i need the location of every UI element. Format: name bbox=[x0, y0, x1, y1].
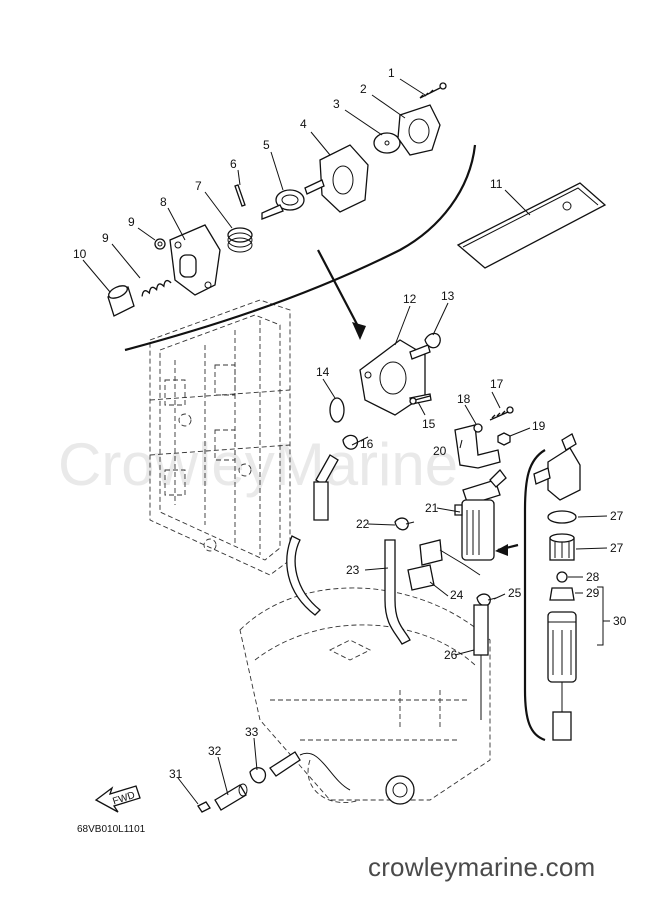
part-16-fuel-pump bbox=[359, 339, 432, 416]
callout-29: 15 bbox=[422, 417, 436, 431]
part-32-kit-card bbox=[456, 182, 607, 269]
part-33-diaphragm bbox=[373, 132, 401, 154]
part-26-nut bbox=[154, 238, 166, 250]
callout-27-lower: 16 bbox=[360, 437, 374, 451]
fwd-arrow: FWD bbox=[94, 785, 141, 813]
part-13-washer bbox=[473, 423, 483, 433]
engine-block-outline bbox=[149, 299, 291, 576]
callout-4: 27 bbox=[610, 541, 624, 555]
callout-23: 4 bbox=[300, 117, 307, 131]
part-21-diaphragm bbox=[261, 189, 305, 220]
callout-31: 33 bbox=[245, 725, 259, 739]
lower-cowling-outline bbox=[239, 587, 491, 804]
callout-9-upper: 22 bbox=[356, 517, 370, 531]
callout-7: 29 bbox=[586, 586, 600, 600]
callout-1: 31 bbox=[169, 767, 183, 781]
part-25-screw bbox=[419, 82, 447, 99]
callout-27-upper: 13 bbox=[441, 289, 455, 303]
part-3-fuel-filter bbox=[454, 469, 507, 561]
part-8-ring bbox=[556, 571, 568, 583]
part-7-float bbox=[549, 587, 575, 601]
part-11-nut bbox=[497, 432, 511, 446]
callout-33: 3 bbox=[333, 97, 340, 111]
callout-9-lower: 25 bbox=[508, 586, 522, 600]
callout-21: 5 bbox=[263, 138, 270, 152]
callout-24: 2 bbox=[360, 82, 367, 96]
callout-28: 14 bbox=[316, 365, 330, 379]
callout-13: 18 bbox=[457, 392, 471, 406]
callout-32: 11 bbox=[490, 177, 503, 191]
part-18-spring bbox=[141, 279, 172, 297]
callout-19: 10 bbox=[73, 247, 87, 261]
part-17-cover bbox=[169, 224, 221, 296]
callout-2: 26 bbox=[444, 648, 458, 662]
callout-18: 9 bbox=[102, 231, 109, 245]
callout-17: 8 bbox=[160, 195, 167, 209]
part-9-clip-lower bbox=[476, 593, 497, 607]
callout-10: 20 bbox=[433, 444, 447, 458]
fuel-pump-exploded-group bbox=[107, 82, 477, 352]
part-14-fuel-hose bbox=[286, 535, 411, 645]
part-24-cover bbox=[397, 104, 441, 156]
part-19-cup bbox=[107, 285, 135, 317]
part-30-joint bbox=[214, 783, 248, 811]
callout-16: 12 bbox=[403, 292, 417, 306]
part-31-clip bbox=[249, 767, 267, 784]
part-2-fuel-hose bbox=[473, 604, 489, 720]
leader-lines bbox=[82, 78, 610, 805]
part-22-pin bbox=[234, 184, 246, 207]
part-27-hose-clip-upper bbox=[424, 332, 441, 349]
callout-3: 21 bbox=[425, 501, 439, 515]
filter-detail-group bbox=[495, 433, 581, 742]
part-9-clip-upper bbox=[394, 517, 415, 531]
callout-22: 6 bbox=[230, 157, 237, 171]
part-4-filter-element bbox=[549, 533, 575, 561]
callout-26: 9 bbox=[128, 215, 135, 229]
watermark-url: crowleymarine.com bbox=[368, 852, 596, 882]
part-5-o-ring bbox=[547, 510, 577, 524]
part-28-o-ring bbox=[329, 397, 345, 423]
callout-8: 28 bbox=[586, 570, 600, 584]
lower-fuel-hose-routing bbox=[269, 751, 415, 805]
callout-25: 1 bbox=[388, 66, 395, 80]
callout-numbers: 1 2 3 4 5 6 7 8 9 9 10 11 12 13 14 15 16… bbox=[73, 66, 627, 781]
drawing-code: 68VB010L1101 bbox=[77, 824, 146, 835]
watermark-ghost-text: CrowleyMarine bbox=[58, 431, 458, 498]
part-1-bolt bbox=[197, 801, 211, 813]
callout-5: 27 bbox=[610, 509, 624, 523]
callout-12: 17 bbox=[490, 377, 504, 391]
part-27-hose-clip-lower bbox=[342, 434, 359, 450]
callout-15: 24 bbox=[450, 588, 464, 602]
filter-cap-detail bbox=[533, 433, 581, 501]
callout-11: 19 bbox=[532, 419, 546, 433]
callout-14: 23 bbox=[346, 563, 360, 577]
part-12-bolt bbox=[489, 406, 514, 421]
part-29-bolt bbox=[409, 395, 431, 405]
callout-30: 32 bbox=[208, 744, 222, 758]
callout-6: 30 bbox=[613, 614, 627, 628]
callout-20: 7 bbox=[195, 179, 202, 193]
fuel-hose-pump-outlet bbox=[313, 454, 339, 521]
filter-cup-detail bbox=[547, 611, 577, 741]
part-23-pump-body bbox=[304, 144, 369, 213]
part-20-spring bbox=[227, 227, 253, 253]
part-15-connector bbox=[407, 539, 481, 591]
